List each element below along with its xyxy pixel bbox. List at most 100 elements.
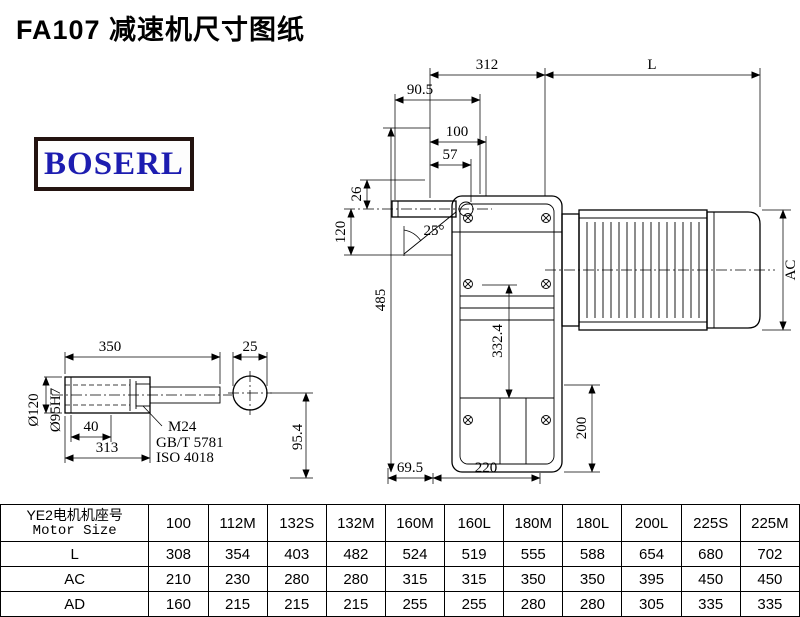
row-label: AD (0, 591, 150, 617)
dimension-value-cell: 280 (266, 566, 327, 592)
dimension-value-cell: 210 (148, 566, 209, 592)
dim-313-label: 313 (96, 440, 119, 456)
dimension-value-cell: 524 (384, 541, 446, 567)
dimension-value-cell: 450 (739, 566, 800, 592)
dimension-value-cell: 215 (266, 591, 327, 617)
dim-90-5-label: 90.5 (407, 82, 433, 98)
dim-332-4-label: 332.4 (490, 324, 506, 358)
dim-120-label: 120 (333, 221, 349, 244)
bolt-hole-icon (541, 213, 551, 223)
bolt-hole-icon (541, 279, 551, 289)
frame-size-column-header: 225M (739, 504, 800, 542)
bolt-hole-icon (463, 279, 473, 289)
dimension-value-cell: 308 (148, 541, 209, 567)
dim-25deg-label: 25° (424, 223, 445, 239)
frame-size-column-header: 100 (148, 504, 209, 542)
dimension-value-cell: 680 (680, 541, 741, 567)
dim-350-label: 350 (99, 339, 122, 355)
boserl-logo-text: BOSERL (44, 145, 184, 182)
dim-485-label: 485 (373, 289, 389, 312)
dimension-lines (347, 71, 787, 482)
dim-57-label: 57 (443, 147, 459, 163)
dimension-value-cell: 350 (503, 566, 564, 592)
motor-size-label-en: Motor Size (32, 523, 117, 539)
dimension-value-cell: 160 (148, 591, 209, 617)
page-title: FA107 减速机尺寸图纸 (16, 15, 306, 45)
dim-200-label: 200 (574, 417, 590, 440)
dimension-value-cell: 280 (325, 566, 386, 592)
gearbox-housing (451, 195, 563, 473)
dim-dia120-label: Ø120 (26, 393, 42, 426)
dimension-value-cell: 588 (562, 541, 623, 567)
dimension-value-cell: 555 (503, 541, 564, 567)
bolt-hole-icon (463, 213, 473, 223)
dimension-value-cell: 354 (207, 541, 268, 567)
dimension-value-cell: 315 (384, 566, 446, 592)
input-shaft (344, 200, 492, 256)
frame-size-column-header: 200L (621, 504, 682, 542)
dimension-labels: 312 L 90.5 100 57 26 120 485 25° 332.4 2… (333, 57, 799, 476)
dim-100-label: 100 (446, 124, 469, 140)
dimension-value-cell: 350 (562, 566, 623, 592)
dim-dia95-label: Ø95H7 (48, 387, 64, 432)
technical-drawing: 312 L 90.5 100 57 26 120 485 25° 332.4 2… (26, 57, 799, 484)
dimension-value-cell: 215 (325, 591, 386, 617)
frame-size-column-header: 160L (444, 504, 505, 542)
dim-26-label: 26 (349, 186, 365, 202)
frame-size-column-header: 180M (503, 504, 564, 542)
motor (545, 209, 775, 331)
dimension-value-cell: 280 (503, 591, 564, 617)
dimension-value-cell: 315 (444, 566, 505, 592)
row-label: L (0, 541, 150, 567)
dim-69-5-label: 69.5 (397, 460, 423, 476)
main-view: 312 L 90.5 100 57 26 120 485 25° 332.4 2… (333, 57, 799, 484)
fan-cover (706, 211, 761, 329)
thread-m24-label: M24 (168, 419, 197, 435)
dimension-value-cell: 519 (444, 541, 505, 567)
dimension-value-cell: 280 (562, 591, 623, 617)
standard-gbt-label: GB/T 5781 (156, 435, 224, 451)
dimension-value-cell: 255 (384, 591, 446, 617)
dimension-value-cell: 335 (739, 591, 800, 617)
dimension-value-cell: 335 (680, 591, 741, 617)
frame-size-column-header: 132M (325, 504, 386, 542)
frame-size-column-header: 112M (207, 504, 268, 542)
extension-lines (344, 68, 791, 484)
shaft-geometry (52, 371, 272, 427)
bolt-hole-icon (463, 415, 473, 425)
dim-312-label: 312 (476, 57, 499, 73)
standard-iso-label: ISO 4018 (156, 450, 214, 466)
shaft-dimension-lines (42, 353, 310, 479)
shaft-dimension-labels: 350 25 Ø120 Ø95H7 40 313 M24 GB/T 5781 I… (26, 339, 306, 466)
bolt-hole-icon (541, 415, 551, 425)
dimension-value-cell: 255 (444, 591, 505, 617)
frame-size-column-header: 160M (384, 504, 446, 542)
dimension-value-cell: 482 (325, 541, 386, 567)
dim-220-label: 220 (475, 460, 498, 476)
shaft-detail-view: 350 25 Ø120 Ø95H7 40 313 M24 GB/T 5781 I… (26, 339, 313, 479)
dimension-value-cell: 215 (207, 591, 268, 617)
dimension-value-cell: 450 (680, 566, 741, 592)
dimension-value-cell: 702 (739, 541, 800, 567)
dimension-value-cell: 230 (207, 566, 268, 592)
dim-95-4-label: 95.4 (290, 423, 306, 450)
frame-size-column-header: 180L (562, 504, 623, 542)
dimension-value-cell: 395 (621, 566, 682, 592)
dim-AC-label: AC (783, 260, 799, 281)
dim-40-label: 40 (84, 419, 99, 435)
row-label: AC (0, 566, 150, 592)
frame-size-column-header: 132S (266, 504, 327, 542)
dim-L-label: L (647, 57, 656, 73)
dimension-value-cell: 654 (621, 541, 682, 567)
dimension-value-cell: 305 (621, 591, 682, 617)
motor-size-label-cn: YE2电机机座号 (26, 506, 123, 523)
boserl-logo: BOSERL (34, 137, 194, 191)
dimension-value-cell: 403 (266, 541, 327, 567)
frame-size-column-header: 225S (680, 504, 741, 542)
